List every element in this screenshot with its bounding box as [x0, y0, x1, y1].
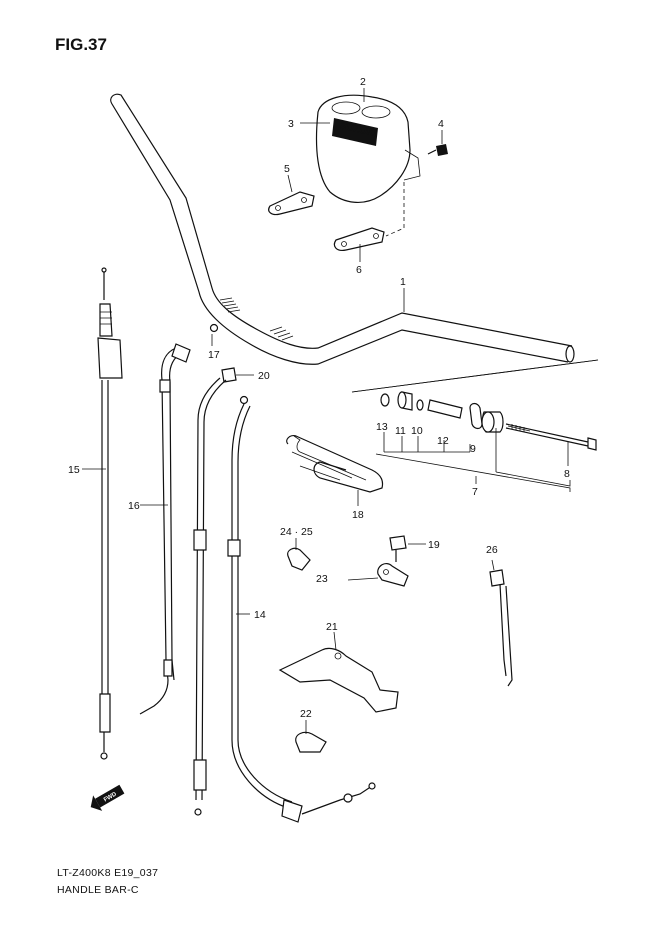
balancer-ring — [416, 399, 424, 411]
callout-label-18: 18 — [352, 509, 364, 521]
callout-label-7: 7 — [472, 486, 478, 498]
cover-bracket-right — [333, 227, 385, 251]
forward-direction-marker: FWD — [90, 784, 125, 811]
callout-label-23: 23 — [316, 573, 328, 585]
callout-label-5: 5 — [284, 163, 290, 175]
balancer-outer-weight — [481, 411, 504, 433]
callout-label-2: 2 — [360, 76, 366, 88]
callout-label-20: 20 — [258, 370, 270, 382]
callout-label-19: 19 — [428, 539, 440, 551]
handlebar-knurl-right — [269, 326, 294, 341]
balancer-damper — [469, 402, 483, 430]
callout-label-4: 4 — [438, 118, 444, 130]
callout-label-21: 21 — [326, 621, 338, 633]
callout-label-14: 14 — [254, 609, 266, 621]
cable-throttle — [97, 267, 123, 760]
model-code: LT-Z400K8 E19_037 — [57, 867, 158, 879]
figure-title: FIG.37 — [55, 35, 107, 54]
callout-label-9: 9 — [470, 443, 476, 455]
callout-label-6: 6 — [356, 264, 362, 276]
balancer-bolt — [505, 423, 597, 451]
handlebar-end-cap — [565, 345, 575, 363]
callout-labels: 2 3 4 5 6 1 13 11 10 12 9 8 7 17 20 15 1… — [68, 76, 570, 720]
bolt — [389, 535, 407, 562]
balancer-washer — [380, 393, 390, 407]
section-name: HANDLE BAR-C — [57, 884, 139, 896]
clamp-bracket — [377, 562, 409, 587]
callout-label-15: 15 — [68, 464, 80, 476]
balancer-spacer — [397, 391, 413, 411]
callout-label-16: 16 — [128, 500, 140, 512]
callout-label-3: 3 — [288, 118, 294, 130]
callout-label-1: 1 — [400, 276, 406, 288]
callout-label-17: 17 — [208, 349, 220, 361]
cable-clip — [287, 547, 311, 571]
callout-label-12: 12 — [437, 435, 449, 447]
cable-end-cap — [209, 323, 219, 333]
cable-tie — [489, 569, 513, 687]
callout-label-26: 26 — [486, 544, 498, 556]
callout-leader-lines — [82, 88, 569, 734]
callout-label-22: 22 — [300, 708, 312, 720]
balancer-assembly — [351, 359, 599, 492]
callout-label-13: 13 — [376, 421, 388, 433]
cable-guide-bracket — [286, 435, 384, 493]
cable-clutch — [193, 367, 237, 816]
cable-brake-front — [139, 323, 219, 715]
cable-grommet — [221, 367, 237, 383]
callout-label-10: 10 — [411, 425, 423, 437]
cover-screw — [427, 144, 448, 156]
handlebar-knurl-left — [219, 297, 241, 313]
callout-label-24-25: 24 · 25 — [280, 526, 313, 538]
mounting-bracket — [278, 647, 399, 713]
callout-label-8: 8 — [564, 468, 570, 480]
balancer-inner-weight — [427, 399, 463, 419]
cover-bracket-left — [268, 191, 315, 216]
handlebar — [110, 93, 575, 365]
callout-label-11: 11 — [395, 425, 406, 437]
cable-brake-rear — [227, 395, 376, 823]
handlebar-cover — [315, 94, 421, 203]
cable-clamp — [295, 731, 327, 753]
